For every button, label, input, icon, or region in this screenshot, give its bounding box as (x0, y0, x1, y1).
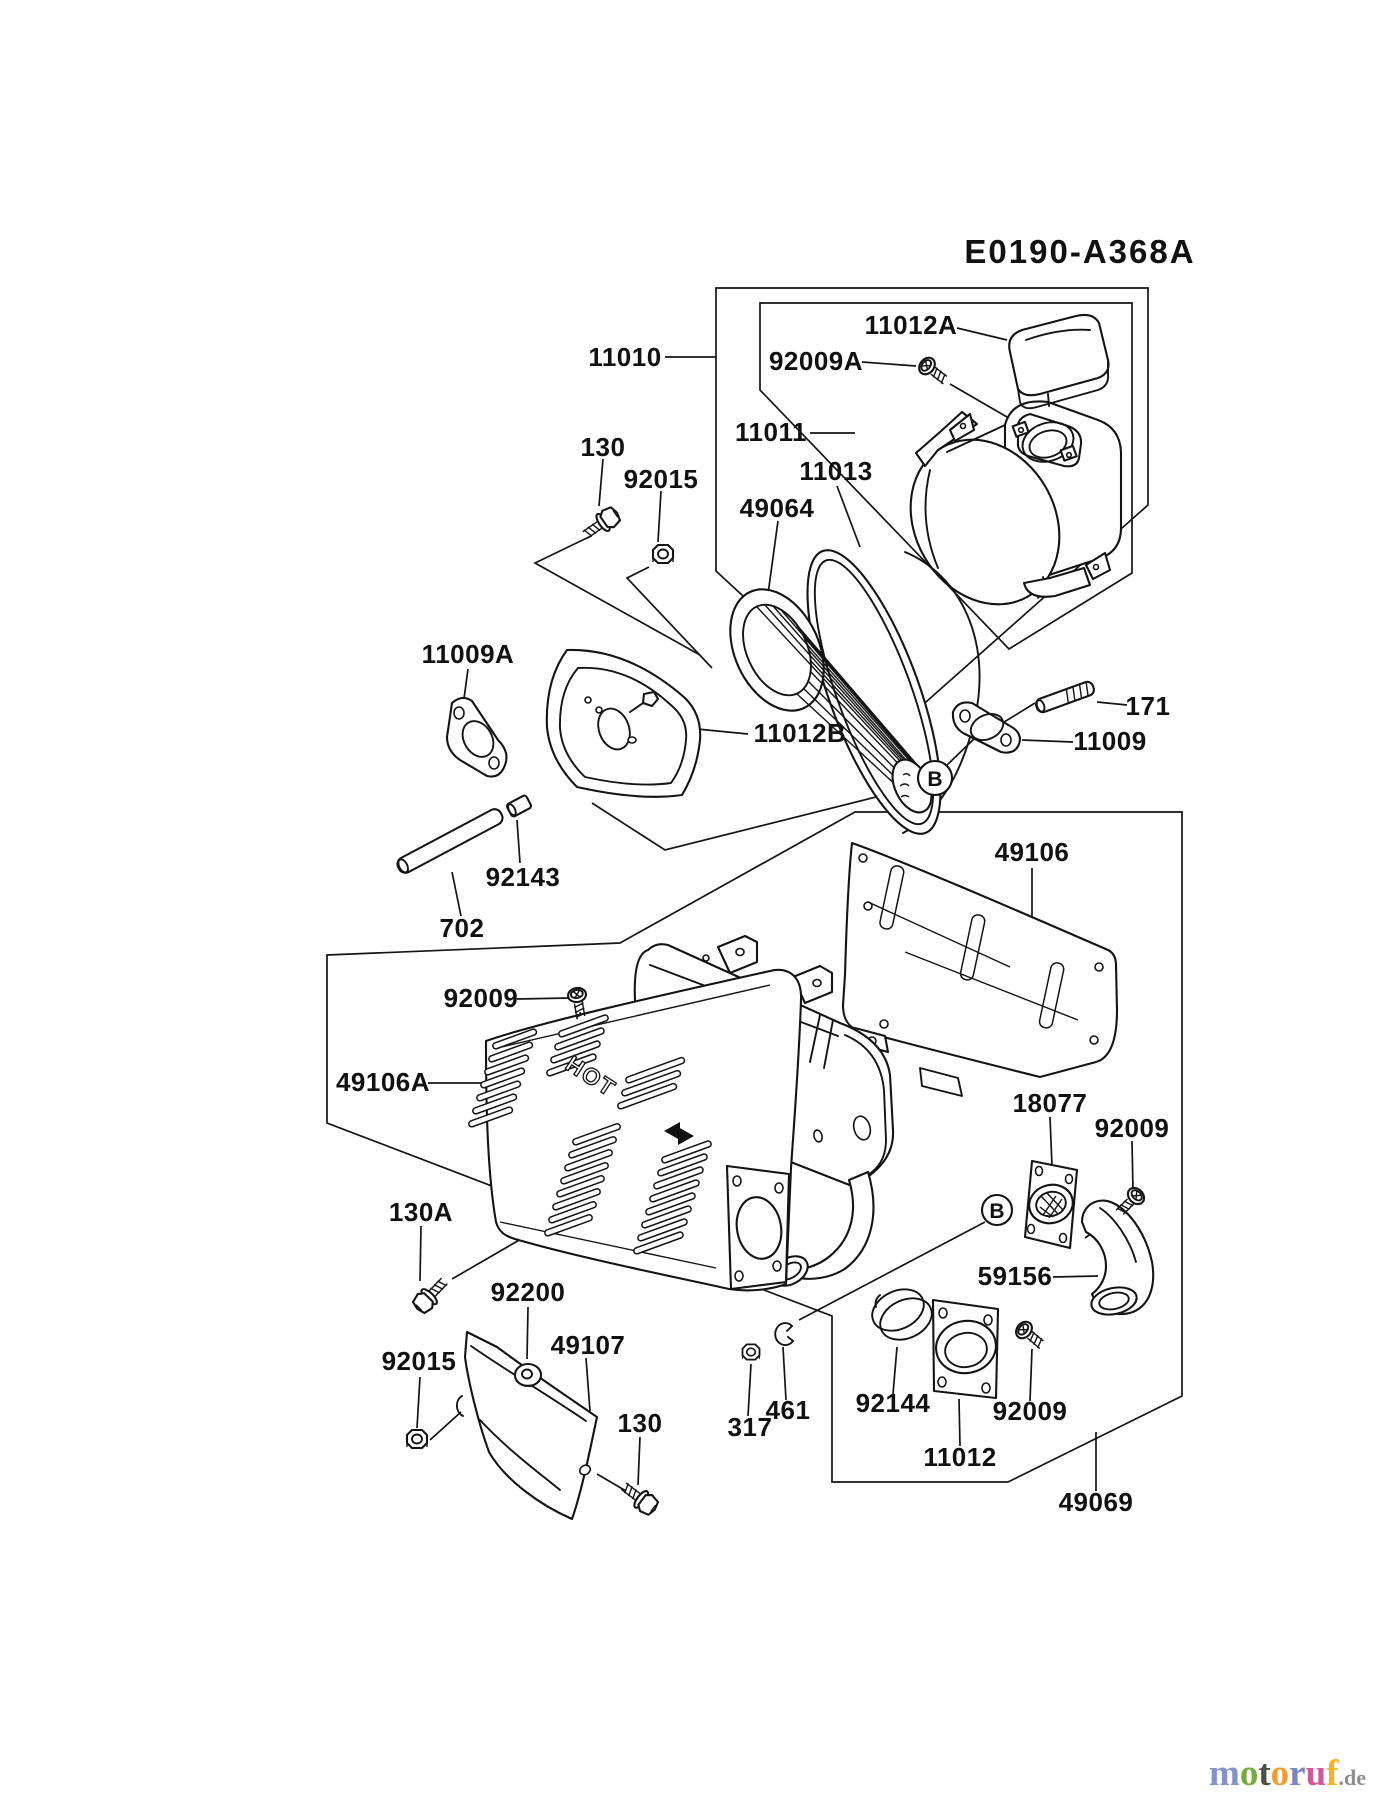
part-label-92144: 92144 (856, 1388, 931, 1418)
part-label-92143: 92143 (486, 862, 561, 892)
part-label-130-bottom: 130 (618, 1408, 663, 1438)
watermark-suffix: .de (1338, 1765, 1367, 1790)
pipe-702 (396, 808, 504, 874)
air-cleaner-base-11012B (545, 648, 702, 798)
leader-lines (416, 327, 1134, 1492)
part-label-11010: 11010 (588, 342, 661, 372)
brand-letter: f (1326, 1753, 1339, 1794)
gasket-11009A (445, 696, 508, 778)
louver-group-1 (468, 1028, 538, 1128)
gasket-11009 (951, 701, 1021, 754)
flange-plate-18077 (1023, 1159, 1079, 1250)
air-cleaner-housing-11011 (909, 400, 1123, 606)
part-label-92009-bottom: 92009 (993, 1396, 1068, 1426)
clamp-ring-92144 (871, 1288, 933, 1341)
part-label-130-top: 130 (581, 432, 626, 462)
louver-group-4 (544, 1122, 621, 1237)
part-label-11011: 11011 (735, 417, 807, 447)
outlet-flange-11012 (931, 1298, 1000, 1400)
part-label-59156: 59156 (978, 1261, 1053, 1291)
part-label-92015-top: 92015 (624, 464, 699, 494)
part-label-11012B: 11012B (754, 718, 847, 748)
cover-bracket-49107 (455, 1330, 599, 1521)
brand-letter: r (1289, 1753, 1306, 1794)
air-cleaner-cover-lid-11012A (1008, 313, 1110, 410)
part-label-130A: 130A (389, 1197, 453, 1227)
detail-marker-b-lower: B (980, 1193, 1014, 1227)
part-label-49069: 49069 (1059, 1487, 1134, 1517)
e-clip-461 (774, 1322, 794, 1347)
detail-marker-b-upper: B (916, 759, 954, 797)
part-label-461: 461 (766, 1395, 811, 1425)
part-label-171: 171 (1126, 691, 1171, 721)
brand-letter: o (1270, 1753, 1290, 1794)
muffler-cover-49106A: HOT (468, 968, 803, 1292)
nut-317 (741, 1343, 761, 1361)
watermark-brand: motoruf (1209, 1753, 1339, 1794)
part-label-92015-bottom: 92015 (382, 1346, 457, 1376)
part-label-49106A: 49106A (336, 1067, 430, 1097)
part-label-317: 317 (728, 1412, 773, 1442)
part-label-702: 702 (440, 913, 485, 943)
elbow-duct-59156 (1080, 1199, 1155, 1316)
bolt-130-top (578, 503, 624, 545)
part-label-11012: 11012 (923, 1442, 996, 1472)
part-label-92009A: 92009A (769, 346, 863, 376)
collar-92143 (506, 794, 532, 818)
stud-171 (1035, 680, 1095, 714)
nut-92015-bottom (405, 1428, 429, 1450)
washer-92200 (513, 1362, 543, 1388)
detail-letter-b-lower: B (989, 1200, 1004, 1223)
group-box-11011 (759, 302, 1133, 651)
bolt-130-bottom (616, 1477, 662, 1519)
filter-element-49064 (729, 588, 933, 814)
louver-group-3 (617, 1056, 686, 1110)
part-labels: E0190-A368A 11010 11012A 92009A 11011 13… (336, 233, 1195, 1517)
part-label-92009-muffler: 92009 (444, 983, 519, 1013)
brand-letter: o (1239, 1753, 1259, 1794)
screw-92009-bottom (1011, 1317, 1050, 1354)
part-label-11013: 11013 (799, 456, 872, 486)
bolt-130A (409, 1272, 453, 1317)
part-label-11009: 11009 (1073, 726, 1146, 756)
warning-triangle-icon (664, 1122, 694, 1145)
louver-group-5 (633, 1140, 712, 1255)
screw-92009A (914, 353, 953, 389)
watermark-link[interactable]: motoruf.de (1209, 1755, 1366, 1792)
baffle-plate-49106 (841, 841, 1119, 1097)
drawing-code-title: E0190-A368A (964, 233, 1195, 270)
brand-letter: u (1305, 1753, 1327, 1794)
part-label-92200: 92200 (491, 1277, 566, 1307)
louver-group-2 (546, 1014, 609, 1077)
detail-letter-b-upper: B (927, 768, 942, 791)
part-label-11009A: 11009A (422, 639, 515, 669)
nut-92015-top (651, 543, 675, 565)
brand-letter: t (1258, 1753, 1271, 1794)
part-label-49064: 49064 (740, 493, 815, 523)
brand-letter: m (1209, 1753, 1240, 1794)
part-label-92009-right: 92009 (1095, 1113, 1170, 1143)
part-label-49107: 49107 (551, 1330, 626, 1360)
part-label-18077: 18077 (1013, 1088, 1088, 1118)
group-box-11010 (715, 287, 1149, 735)
part-label-49106: 49106 (995, 837, 1070, 867)
part-label-11012A: 11012A (865, 310, 958, 340)
